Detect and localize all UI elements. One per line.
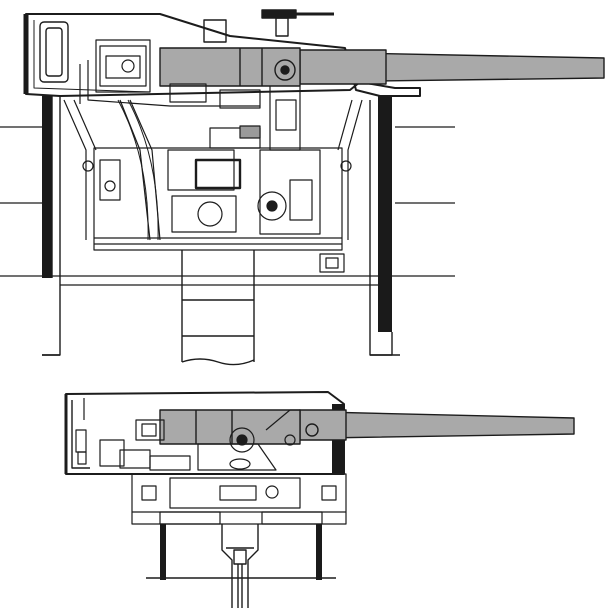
upper-turret-roof <box>25 13 421 97</box>
lower-stowage <box>75 398 191 471</box>
upper-sight-hood <box>39 21 69 83</box>
roof-machine-gun <box>203 9 334 43</box>
lower-gun-mount-section <box>64 391 575 608</box>
lower-breech <box>135 409 300 471</box>
upper-armor-walls <box>42 96 400 356</box>
upper-support-struts <box>63 99 363 241</box>
upper-gun-barrel <box>159 47 605 87</box>
upper-pedestal <box>181 250 255 366</box>
upper-breech <box>79 39 301 151</box>
upper-gun-mount-section <box>0 9 605 366</box>
lower-platform <box>131 473 347 525</box>
lower-pedestal <box>146 524 336 608</box>
upper-deck-lines <box>0 126 455 286</box>
upper-platform <box>82 125 352 273</box>
lower-gun-barrel <box>159 409 575 445</box>
